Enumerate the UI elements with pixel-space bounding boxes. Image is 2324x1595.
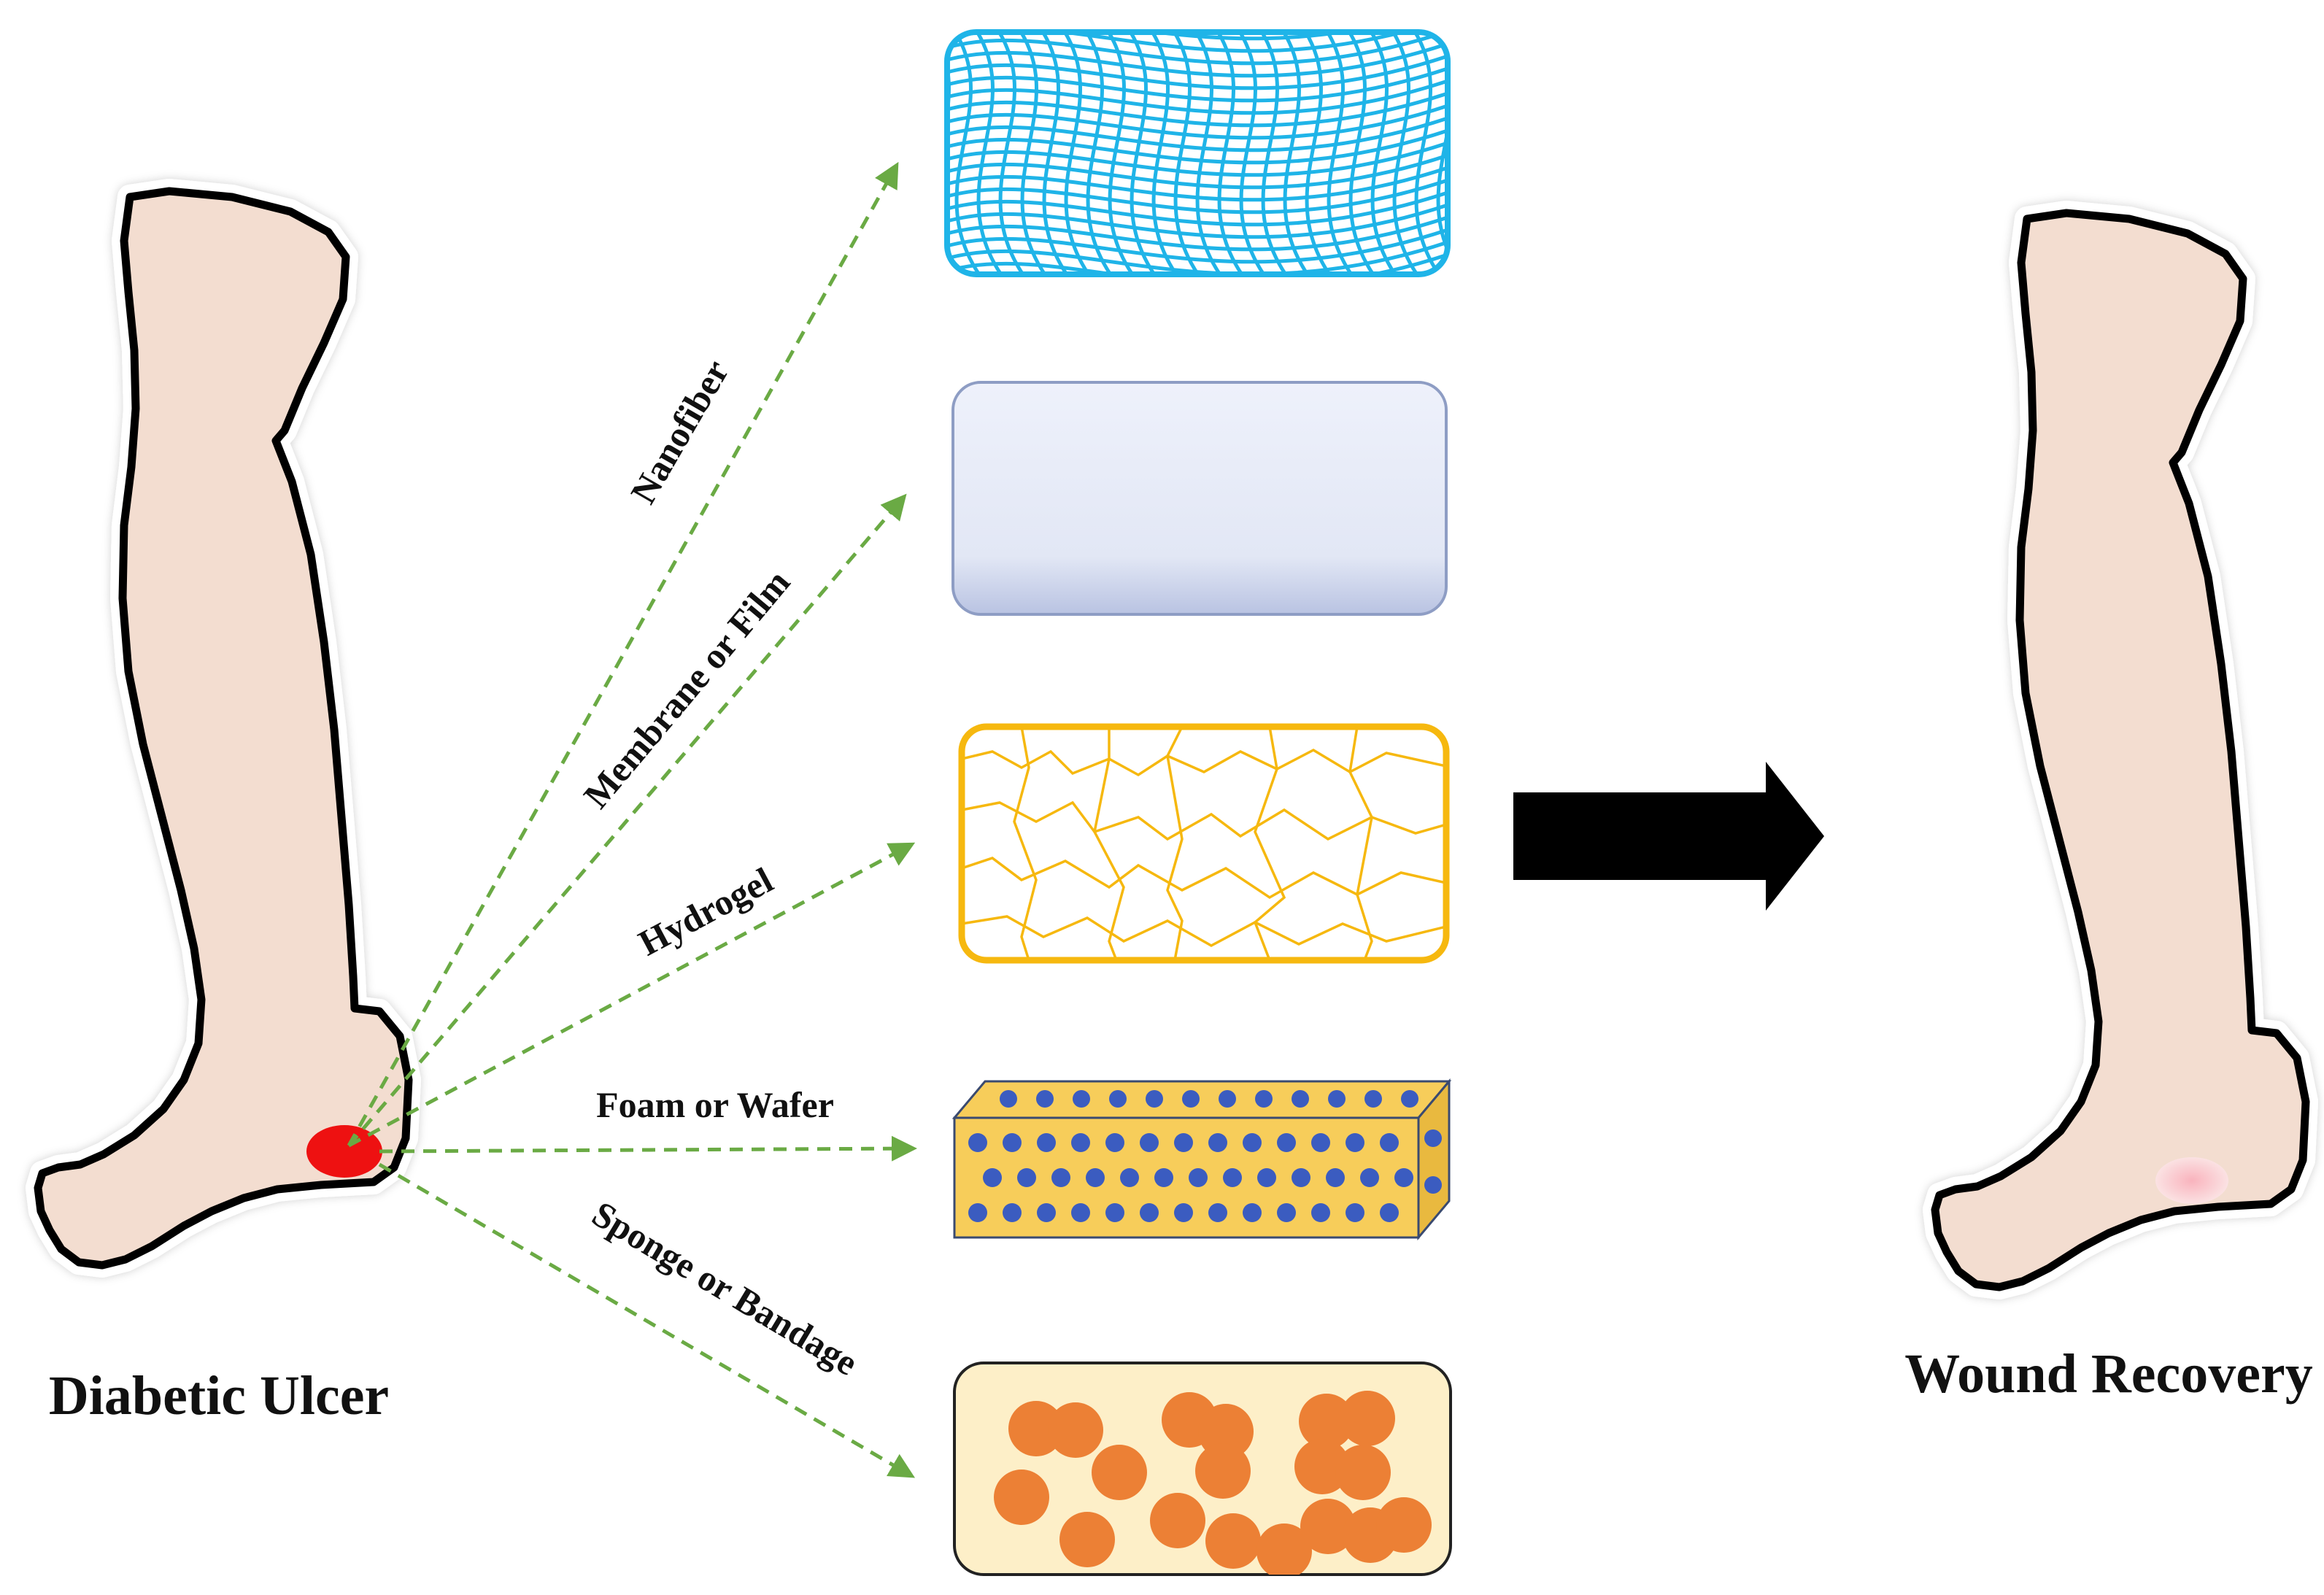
arrow-membrane	[347, 493, 907, 1147]
sponge-panel	[953, 1362, 1452, 1576]
healed-spot	[2155, 1157, 2228, 1204]
label-foam: Foam or Wafer	[596, 1084, 834, 1125]
label-sponge: Sponge or Bandage	[585, 1193, 865, 1383]
label-membrane: Membrane or Film	[576, 562, 798, 816]
arrow-nanofiber	[347, 161, 899, 1147]
left-caption: Diabetic Ulcer	[49, 1365, 389, 1426]
arrow-hydrogel	[347, 842, 916, 1148]
dressing-arrows	[347, 161, 917, 1478]
arrow-foam	[379, 1135, 917, 1162]
hydrogel-panel	[958, 723, 1450, 964]
leg-with-ulcer-icon	[26, 179, 421, 1278]
arrow-sponge	[378, 1162, 916, 1478]
label-nanofiber: Nanofiber	[622, 353, 737, 511]
membrane-panel	[951, 381, 1448, 616]
nanofiber-panel	[944, 29, 1451, 277]
label-hydrogel: Hydrogel	[632, 859, 779, 963]
ulcer-spot	[306, 1125, 382, 1178]
right-arrow-icon	[1513, 762, 1824, 911]
foam-panel	[951, 1078, 1452, 1241]
right-caption: Wound Recovery	[1904, 1343, 2312, 1405]
healed-leg-icon	[1923, 201, 2318, 1299]
